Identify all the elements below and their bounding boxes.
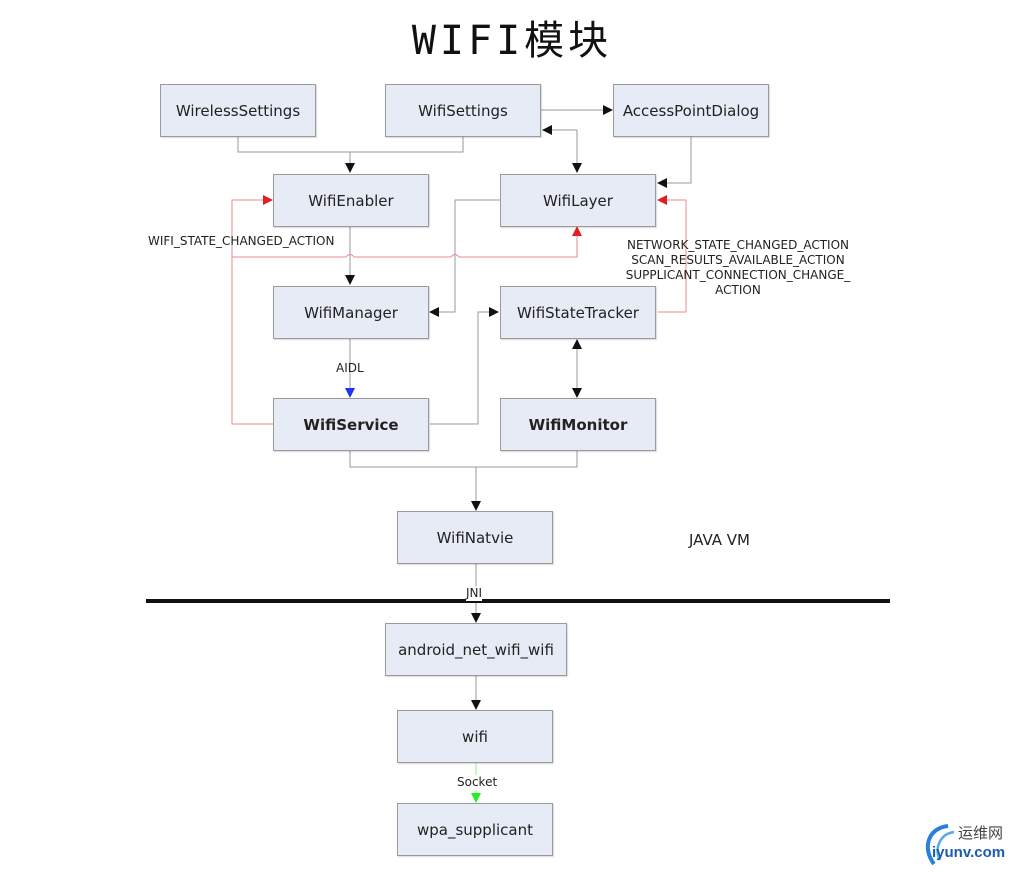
edge-wifistate-broadcast-wifilayer — [232, 226, 582, 258]
label-socket: Socket — [457, 775, 498, 790]
node-android-net-wifi-wifi: android_net_wifi_wifi — [385, 623, 567, 676]
edge-services-wifinative — [349, 450, 578, 468]
label-java-vm: JAVA VM — [689, 531, 750, 549]
label-network-state-changed: NETWORK_STATE_CHANGED_ACTION — [627, 238, 849, 252]
node-wifi-state-tracker: WifiStateTracker — [500, 286, 656, 339]
node-wifi-monitor: WifiMonitor — [500, 398, 656, 451]
node-wifi-manager: WifiManager — [273, 286, 429, 339]
label-jni: JNI — [466, 586, 483, 601]
label-network-actions: NETWORK_STATE_CHANGED_ACTION SCAN_RESULT… — [606, 238, 870, 298]
label-action: ACTION — [715, 283, 761, 297]
diagram-title: WIFI模块 — [411, 18, 613, 64]
label-supplicant-connection-change: SUPPLICANT_CONNECTION_CHANGE_ — [625, 268, 851, 282]
node-wpa-supplicant: wpa_supplicant — [397, 803, 553, 856]
watermark-en: iyunv.com — [932, 844, 1006, 861]
edge-wifiservice-wifienabler — [231, 195, 273, 425]
node-wifi-layer: WifiLayer — [500, 174, 656, 227]
logo-swoosh-icon — [925, 824, 955, 866]
label-scan-results-available: SCAN_RESULTS_AVAILABLE_ACTION — [631, 253, 845, 267]
label-wifi-state-changed: WIFI_STATE_CHANGED_ACTION — [148, 234, 335, 248]
node-wifi-native: WifiNatvie — [397, 511, 553, 564]
edge-wifiservice-wifistatetracker — [430, 307, 499, 425]
edge-accesspointdialog-wifilayer — [657, 136, 692, 188]
node-access-point-dialog: AccessPointDialog — [613, 84, 769, 137]
node-wireless-settings: WirelessSettings — [160, 84, 316, 137]
watermark-logo: 运维网 iyunv.com — [918, 818, 1024, 872]
label-aidl: AIDL — [336, 361, 364, 375]
node-wifi-settings: WifiSettings — [385, 84, 541, 137]
node-wifi-enabler: WifiEnabler — [273, 174, 429, 227]
node-wifi-service: WifiService — [273, 398, 429, 451]
edge-wifistatetracker-wifilayer — [657, 195, 687, 313]
edge-wirelesssettings-wifienabler — [237, 136, 464, 153]
edge-wifilayer-wifimanager — [429, 199, 500, 317]
node-wifi: wifi — [397, 710, 553, 763]
watermark-cn: 运维网 — [958, 824, 1004, 842]
